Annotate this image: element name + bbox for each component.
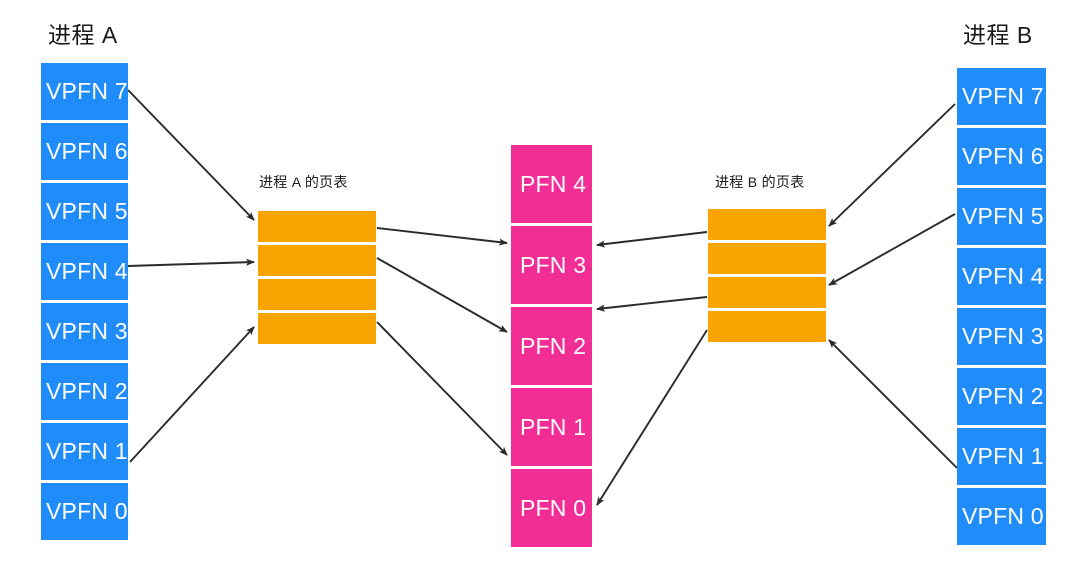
- cell-divider: [41, 240, 128, 243]
- arrow-a-vpfn4-to-pte2: [127, 258, 255, 267]
- process-b-vpfn-cell-4[interactable]: VPFN 3: [957, 308, 1046, 365]
- cell-divider: [957, 425, 1046, 428]
- page-table-a-entry-0[interactable]: [258, 211, 376, 242]
- pfn-cell-0[interactable]: PFN 4: [511, 145, 592, 223]
- arrow-b-pte1-to-pfn3: [596, 231, 708, 248]
- page-table-a-entry-3[interactable]: [258, 313, 376, 344]
- process-b-vpfn-cell-0[interactable]: VPFN 7: [957, 68, 1046, 125]
- arrow-b-vpfn5-to-pte3: [828, 213, 956, 286]
- page-table-b-entry-3[interactable]: [708, 311, 826, 342]
- cell-divider: [41, 480, 128, 483]
- cell-divider: [258, 310, 376, 313]
- page-table-a-entry-2[interactable]: [258, 279, 376, 310]
- page-table-b-label: 进程 B 的页表: [715, 174, 805, 190]
- page-table-a: [258, 211, 376, 344]
- pfn-cell-3[interactable]: PFN 1: [511, 388, 592, 466]
- cell-divider: [511, 385, 592, 388]
- cell-divider: [258, 276, 376, 279]
- process-a-title: 进程 A: [48, 22, 118, 48]
- cell-divider: [708, 240, 826, 243]
- process-b-title: 进程 B: [963, 22, 1033, 48]
- pfn-cell-2[interactable]: PFN 2: [511, 307, 592, 385]
- arrow-b-pte3-to-pfn2: [596, 296, 708, 312]
- process-a-vpfn-cell-1[interactable]: VPFN 6: [41, 123, 128, 180]
- arrow-b-vpfn1-to-pte4: [828, 339, 958, 469]
- process-a-vpfn-cell-5[interactable]: VPFN 2: [41, 363, 128, 420]
- process-a-vpfn-cell-6[interactable]: VPFN 1: [41, 423, 128, 480]
- pfn-cell-4[interactable]: PFN 0: [511, 469, 592, 547]
- cell-divider: [41, 300, 128, 303]
- arrow-a-pte4-to-pfn0: [376, 321, 508, 456]
- page-table-b-entry-0[interactable]: [708, 209, 826, 240]
- cell-divider: [957, 485, 1046, 488]
- page-table-b: [708, 209, 826, 342]
- page-table-b-entry-2[interactable]: [708, 277, 826, 308]
- cell-divider: [511, 304, 592, 307]
- process-a-vpfn-cell-7[interactable]: VPFN 0: [41, 483, 128, 540]
- cell-divider: [41, 180, 128, 183]
- process-b-vpfn-cell-7[interactable]: VPFN 0: [957, 488, 1046, 545]
- pfn-cell-1[interactable]: PFN 3: [511, 226, 592, 304]
- cell-divider: [511, 466, 592, 469]
- arrow-b-pte4-to-pfn0: [596, 329, 708, 506]
- page-table-a-entry-1[interactable]: [258, 245, 376, 276]
- arrow-a-vpfn7-to-pte1: [127, 89, 255, 221]
- cell-divider: [957, 125, 1046, 128]
- cell-divider: [41, 360, 128, 363]
- cell-divider: [708, 274, 826, 277]
- process-b-vpfn-cell-1[interactable]: VPFN 6: [957, 128, 1046, 185]
- cell-divider: [957, 185, 1046, 188]
- arrow-a-vpfn1-to-pte4: [129, 326, 255, 463]
- cell-divider: [41, 120, 128, 123]
- cell-divider: [258, 242, 376, 245]
- process-a-vpfn-cell-4[interactable]: VPFN 3: [41, 303, 128, 360]
- arrow-b-vpfn7-to-pte1: [828, 103, 956, 227]
- cell-divider: [957, 365, 1046, 368]
- arrow-a-pte1-to-pfn3: [376, 227, 508, 246]
- process-b-vpfn-cell-6[interactable]: VPFN 1: [957, 428, 1046, 485]
- process-a-vpfn-cell-3[interactable]: VPFN 4: [41, 243, 128, 300]
- arrow-a-pte2-to-pfn2: [376, 257, 508, 333]
- process-b-vpfn-cell-3[interactable]: VPFN 4: [957, 248, 1046, 305]
- cell-divider: [708, 308, 826, 311]
- page-table-a-label: 进程 A 的页表: [259, 174, 348, 190]
- page-table-b-entry-1[interactable]: [708, 243, 826, 274]
- process-a-vpfn-cell-0[interactable]: VPFN 7: [41, 63, 128, 120]
- process-b-vpfn-cell-5[interactable]: VPFN 2: [957, 368, 1046, 425]
- cell-divider: [511, 223, 592, 226]
- cell-divider: [957, 305, 1046, 308]
- cell-divider: [41, 420, 128, 423]
- process-a-vpfn-cell-2[interactable]: VPFN 5: [41, 183, 128, 240]
- process-b-vpfn-cell-2[interactable]: VPFN 5: [957, 188, 1046, 245]
- cell-divider: [957, 245, 1046, 248]
